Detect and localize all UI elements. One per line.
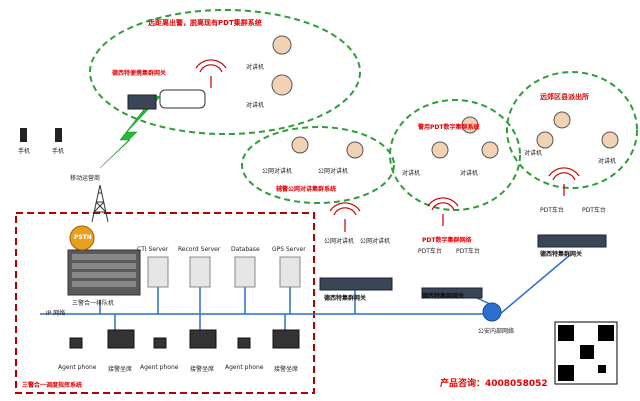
police-pdt-title: 警用PDT数字集群系统 (418, 124, 480, 131)
database-label: Database (231, 246, 260, 253)
pdt-car-label-1: PDT车台 (540, 207, 564, 214)
rack-icon (67, 249, 141, 296)
gateway-devices (127, 94, 607, 299)
system-title: 三警合一调度指挥系统 (22, 382, 83, 389)
phone-label-1: 手机 (18, 148, 31, 155)
gateway-label-suburb: 德西特集群网关 (540, 251, 583, 258)
seat-label-2: 接警坐席 (190, 366, 215, 373)
agent-phone-label-3: Agent phone (225, 364, 264, 371)
record-server-label: Record Server (178, 246, 221, 253)
suburb-handset-label-2: 对讲机 (598, 158, 617, 165)
public-handset-label-1: 公网对讲机 (262, 168, 293, 175)
qr-code (554, 321, 618, 385)
consult-label: 产品咨询：4008058052 (440, 379, 548, 389)
cloud-aux (241, 126, 395, 204)
seat-label-1: 接警坐席 (108, 366, 133, 373)
ip-network-label: IP 网络 (46, 310, 66, 317)
suburb-station-title: 远郊区县派出所 (540, 93, 589, 101)
gateway-label-pdt: 德西特集群网关 (422, 293, 465, 300)
system-box (15, 212, 315, 394)
mobile-operator-label: 移动运营商 (70, 175, 101, 182)
public-handset-label-4: 公网对讲机 (360, 238, 391, 245)
servers (147, 256, 301, 288)
cloud-police-pdt (389, 99, 521, 211)
seat-label-3: 接警坐席 (274, 366, 299, 373)
phone-icons (20, 128, 62, 142)
cloud-remote (89, 9, 361, 135)
agent-phone-label-2: Agent phone (140, 364, 179, 371)
cloud-top-title: 远距离出警，脱离现有PDT集群系统 (148, 19, 262, 27)
gateway-label-public: 德西特集群网关 (324, 295, 367, 302)
agent-seats (69, 329, 300, 349)
pstn-label: PSTN (74, 234, 92, 241)
tower-icon (91, 184, 109, 223)
handset-label-1: 对讲机 (246, 64, 265, 71)
phone-label-2: 手机 (52, 148, 65, 155)
handset-label-2: 对讲机 (246, 102, 265, 109)
police-handset-label-2: 对讲机 (460, 170, 479, 177)
router-icon (482, 302, 502, 322)
cloud-suburb (506, 71, 638, 189)
gps-server-label: GPS Server (272, 246, 306, 253)
pdt-network-label: PDT数字集群网络 (422, 237, 472, 244)
public-handset-label-3: 公网对讲机 (324, 238, 355, 245)
public-handset-label-2: 公网对讲机 (318, 168, 349, 175)
pdt-car-label-3: PDT车台 (418, 248, 442, 255)
officer-icons (271, 35, 619, 159)
signal-icon (195, 59, 580, 232)
police-car-icon (159, 89, 206, 109)
pdt-car-label-2: PDT车台 (582, 207, 606, 214)
cti-server-label: CTI Server (137, 246, 169, 253)
agent-phone-label-1: Agent phone (58, 364, 97, 371)
pdt-car-label-4: PDT车台 (456, 248, 480, 255)
mobile-gateway-label: 德西特便携集群网关 (112, 70, 167, 77)
police-handset-label-1: 对讲机 (402, 170, 421, 177)
rack-label: 三警合一排队机 (72, 300, 115, 307)
router-label: 公安内部网络 (478, 328, 515, 335)
pstn-icon (69, 225, 95, 251)
aux-public-title: 辅警公网对讲集群系统 (276, 186, 337, 193)
suburb-handset-label-1: 对讲机 (524, 150, 543, 157)
